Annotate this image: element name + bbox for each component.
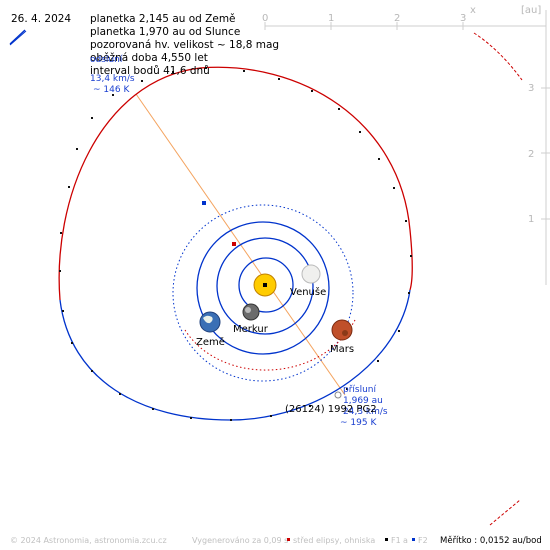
footer-f1: F1 — [391, 536, 401, 545]
y-axis-ticks — [541, 87, 550, 220]
footer-scale: Měřítko : 0,0152 au/bod — [440, 536, 542, 546]
y-tick-1: 1 — [528, 214, 534, 225]
outer-arc-top-left — [9, 30, 27, 46]
info-line-magnitude: pozorovaná hv. velikost ~ 18,8 mag — [90, 39, 279, 51]
mercury-highlight — [245, 307, 251, 313]
venus-planet-icon — [301, 264, 321, 284]
y-tick-2: 2 — [528, 149, 534, 160]
focus-f2-marker — [202, 201, 206, 205]
legend-center-swatch — [287, 538, 290, 541]
asteroid-orbit-red — [58, 66, 413, 301]
perihelion-temp: ~ 195 K — [340, 418, 377, 428]
footer-legend-center: střed elipsy, ohniska — [293, 536, 375, 545]
perihelion-speed: 24,3 km/s — [343, 407, 388, 417]
date-label: 26. 4. 2024 — [11, 13, 71, 25]
footer-f2: F2 — [418, 536, 428, 545]
aphelion-temp: ~ 146 K — [93, 85, 130, 95]
asteroid-name: (26124) 1992 PG2 — [285, 404, 377, 415]
outer-arc-bottom-right — [489, 499, 521, 526]
mars-planet-icon — [331, 319, 353, 341]
aphelion-speed: 13,4 km/s — [90, 74, 135, 84]
footer-generated: Vygenerováno za 0,09 s — [192, 536, 288, 545]
mercury-planet-icon — [242, 303, 260, 321]
y-tick-3: 3 — [528, 83, 534, 94]
footer-a: a — [403, 536, 408, 545]
sun-icon — [253, 273, 277, 297]
x-axis-ticks — [264, 22, 464, 30]
perihelion-distance: 1,969 au — [343, 396, 383, 406]
x-tick-2: 2 — [394, 13, 400, 24]
mercury-orbit — [238, 257, 294, 313]
info-line-period: oběžná doba 4,550 let — [90, 52, 208, 64]
info-line-interval: interval bodů 41,6 dnů — [90, 65, 210, 77]
mars-orbit-bottom — [184, 319, 356, 371]
earth-planet-icon — [199, 311, 221, 333]
venus-label: Venuše — [290, 286, 326, 298]
mars-label: Mars — [330, 344, 354, 355]
x-tick-3: 3 — [460, 13, 466, 24]
mercury-label: Merkur — [233, 324, 269, 335]
venus-orbit — [216, 237, 314, 335]
perihelion-title: přísluní — [343, 385, 377, 395]
asteroid-position-marker — [334, 391, 342, 399]
footer-copyright: © 2024 Astronomia, astronomia.zcu.cz — [10, 536, 167, 545]
aphelion-title: odsluní — [90, 55, 123, 65]
axis-unit: [au] — [521, 5, 541, 16]
outer-arc-top-right — [473, 32, 523, 81]
axis-frame — [265, 10, 547, 285]
asteroid-orbit-helper — [35, 80, 345, 426]
ellipse-center-marker — [232, 242, 236, 246]
earth-label: Země — [196, 336, 225, 348]
x-tick-1: 1 — [328, 13, 334, 24]
info-line-distance-sun: planetka 1,970 au od Slunce — [90, 26, 240, 38]
legend-f1-swatch — [385, 538, 388, 541]
x-axis-label: x — [470, 5, 476, 16]
mars-orbit-top — [172, 204, 354, 382]
earth-orbit — [196, 221, 330, 355]
x-tick-0: 0 — [262, 13, 268, 24]
asteroid-orbit-points — [59, 67, 412, 421]
orbit-legend-stroke — [9, 29, 26, 45]
info-line-distance-earth: planetka 2,145 au od Země — [90, 13, 236, 25]
legend-f2-swatch — [412, 538, 415, 541]
